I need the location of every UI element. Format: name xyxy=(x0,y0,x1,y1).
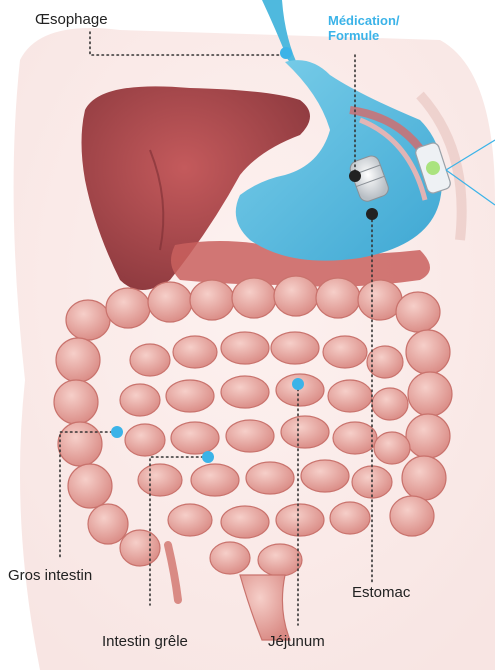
label-esophagus: Œsophage xyxy=(35,12,108,27)
label-stomach: Estomac xyxy=(352,585,410,600)
label-large-intestine: Gros intestin xyxy=(8,568,92,583)
label-medication-line2: Formule xyxy=(328,29,400,44)
small-intestine-marker-dot xyxy=(202,451,214,463)
label-jejunum: Jéjunum xyxy=(268,634,325,649)
label-medication: Médication/ Formule xyxy=(328,14,400,44)
stomach-marker-dot xyxy=(366,208,378,220)
label-small-intestine: Intestin grêle xyxy=(102,634,188,649)
label-medication-line1: Médication/ xyxy=(328,14,400,29)
medication-marker-dot xyxy=(349,170,361,182)
esophagus-marker-dot xyxy=(280,47,292,59)
large-intestine-marker-dot xyxy=(111,426,123,438)
jejunum-marker-dot xyxy=(292,378,304,390)
